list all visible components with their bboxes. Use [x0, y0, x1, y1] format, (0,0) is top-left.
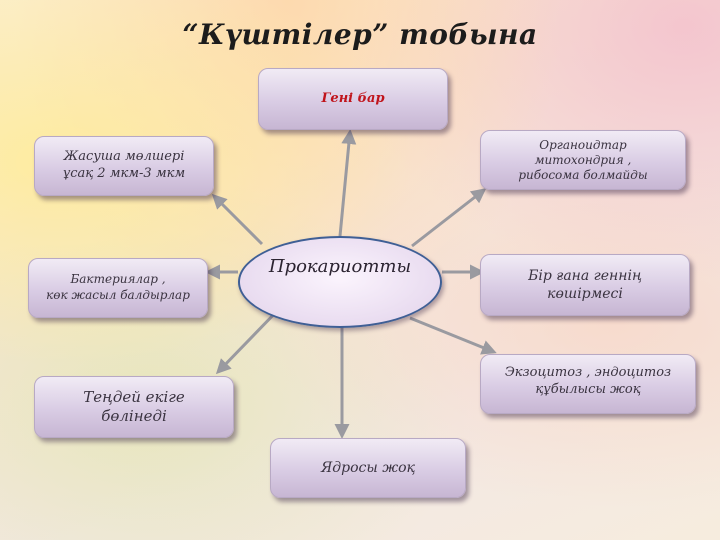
binary-fission-line-1: Теңдей екіге: [83, 387, 185, 406]
center-ellipse: Прокариотты: [238, 236, 442, 328]
gene-box: Гені бар: [258, 68, 448, 130]
arrow-to-organelles: [411, 188, 487, 248]
arrow-to-size: [211, 193, 264, 246]
exo-endo-line-2: құбылысы жоқ: [535, 381, 641, 397]
arrow-to-gene: [338, 129, 357, 237]
cell-size-line-2: ұсақ 2 мкм-3 мкм: [62, 166, 186, 181]
bacteria-box: Бактериялар , көк жасыл балдырлар: [28, 258, 208, 318]
center-label: Прокариотты: [268, 256, 412, 277]
no-nucleus-label: Ядросы жоқ: [320, 459, 416, 476]
bacteria-line-2: көк жасыл балдырлар: [46, 288, 190, 302]
gene-label: Гені бар: [321, 90, 385, 106]
gene-copy-box: Бір ғана геннің көшірмесі: [480, 254, 690, 316]
gene-copy-line-2: көшірмесі: [547, 286, 623, 302]
cell-size-line-1: Жасуша мөлшері: [63, 149, 185, 165]
exo-endo-line-1: Экзоцитоз , эндоцитоз: [504, 365, 672, 380]
binary-fission-line-2: бөлінеді: [101, 407, 167, 425]
arrow-to-exo: [409, 316, 497, 355]
organelles-line-2: митохондрия ,: [534, 152, 632, 167]
no-nucleus-box: Ядросы жоқ: [270, 438, 466, 498]
bacteria-line-1: Бактериялар ,: [70, 272, 166, 287]
organelles-line-1: Органоидтар: [539, 137, 627, 152]
exo-endo-box: Экзоцитоз , эндоцитоз құбылысы жоқ: [480, 354, 696, 414]
organelles-box: Органоидтар митохондрия , рибосома болма…: [480, 130, 686, 190]
arrow-to-divide: [215, 306, 282, 375]
cell-size-box: Жасуша мөлшері ұсақ 2 мкм-3 мкм: [34, 136, 214, 196]
gene-copy-line-1: Бір ғана геннің: [528, 267, 642, 284]
binary-fission-box: Теңдей екіге бөлінеді: [34, 376, 234, 438]
page-title: “Күштілер” тобына: [182, 18, 538, 51]
organelles-line-3: рибосома болмайды: [518, 167, 648, 182]
